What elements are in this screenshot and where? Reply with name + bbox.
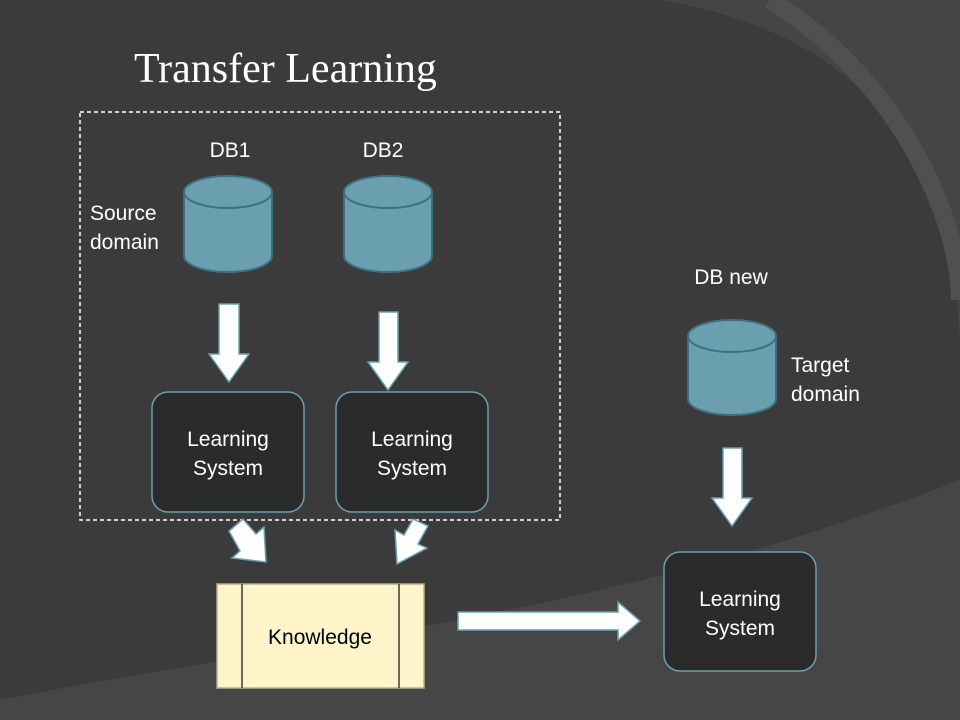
database-icon-db2 xyxy=(343,175,433,273)
learning-system-2: Learning System xyxy=(335,391,489,513)
arrow-db1-to-learning xyxy=(207,303,251,384)
arrow-learning2-to-knowledge xyxy=(394,518,430,566)
learning-system-target-line2: System xyxy=(705,617,775,640)
source-domain-label-line1: Source xyxy=(90,202,157,225)
page-title: Transfer Learning xyxy=(134,46,437,92)
learning-system-1-line2: System xyxy=(193,457,263,480)
db-new-label: DB new xyxy=(694,266,768,289)
knowledge-label: Knowledge xyxy=(268,626,372,649)
background-band xyxy=(660,0,960,720)
learning-system-1: Learning System xyxy=(151,391,305,513)
background-band-curve xyxy=(765,0,960,301)
learning-system-2-line2: System xyxy=(377,457,447,480)
arrow-dbnew-to-learning xyxy=(710,447,754,528)
arrow-knowledge-to-target xyxy=(457,600,642,642)
arrow-db2-to-learning xyxy=(366,311,410,392)
database-icon-db-new xyxy=(687,319,777,416)
learning-system-target: Learning System xyxy=(663,551,817,672)
learning-system-target-line1: Learning xyxy=(699,588,781,611)
source-domain-label-line2: domain xyxy=(90,231,159,254)
db1-label: DB1 xyxy=(210,139,251,162)
arrow-learning1-to-knowledge xyxy=(228,517,267,563)
learning-system-1-line1: Learning xyxy=(187,428,269,451)
target-domain-label-line1: Target xyxy=(791,354,850,377)
source-domain-region xyxy=(79,111,561,521)
learning-system-2-line1: Learning xyxy=(371,428,453,451)
database-icon-db1 xyxy=(183,175,273,273)
target-domain-label-line2: domain xyxy=(791,383,860,406)
knowledge-box: Knowledge xyxy=(216,583,425,689)
db2-label: DB2 xyxy=(363,139,404,162)
